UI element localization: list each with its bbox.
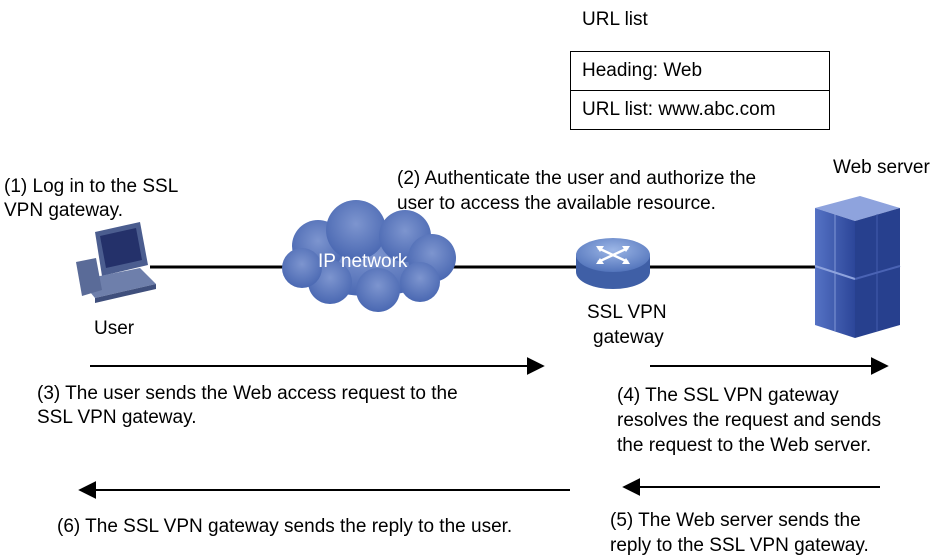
router-icon xyxy=(576,238,650,289)
step3-text-line1: (3) The user sends the Web access reques… xyxy=(37,383,458,404)
user-label: User xyxy=(94,318,135,339)
url-list-url-row: URL list: www.abc.com xyxy=(571,90,829,129)
step1-text-line2: VPN gateway. xyxy=(4,200,123,221)
step4-text-line1: (4) The SSL VPN gateway xyxy=(617,385,839,406)
step6-text-line1: (6) The SSL VPN gateway sends the reply … xyxy=(57,516,513,537)
url-list-title: URL list xyxy=(582,9,648,30)
gateway-label-line1: SSL VPN xyxy=(587,302,667,323)
url-list-table: Heading: Web URL list: www.abc.com xyxy=(570,51,830,130)
step2-text-line2: user to access the available resource. xyxy=(397,193,716,214)
computer-icon xyxy=(76,222,156,303)
server-icon xyxy=(814,196,901,338)
step3-text-line2: SSL VPN gateway. xyxy=(37,407,197,428)
step5-text-line2: reply to the SSL VPN gateway. xyxy=(610,535,869,556)
server-label: Web server xyxy=(833,157,930,178)
step2-text-line1: (2) Authenticate the user and authorize … xyxy=(397,168,757,189)
cloud-label: IP network xyxy=(318,251,408,272)
gateway-label-line2: gateway xyxy=(593,327,664,348)
step4-text-line2: resolves the request and sends xyxy=(617,410,882,431)
step1-text-line1: (1) Log in to the SSL xyxy=(4,176,179,197)
url-list-heading-row: Heading: Web xyxy=(582,60,703,81)
cloud-icon xyxy=(282,200,456,312)
step4-text-line3: the request to the Web server. xyxy=(617,435,872,456)
step5-text-line1: (5) The Web server sends the xyxy=(610,510,861,531)
